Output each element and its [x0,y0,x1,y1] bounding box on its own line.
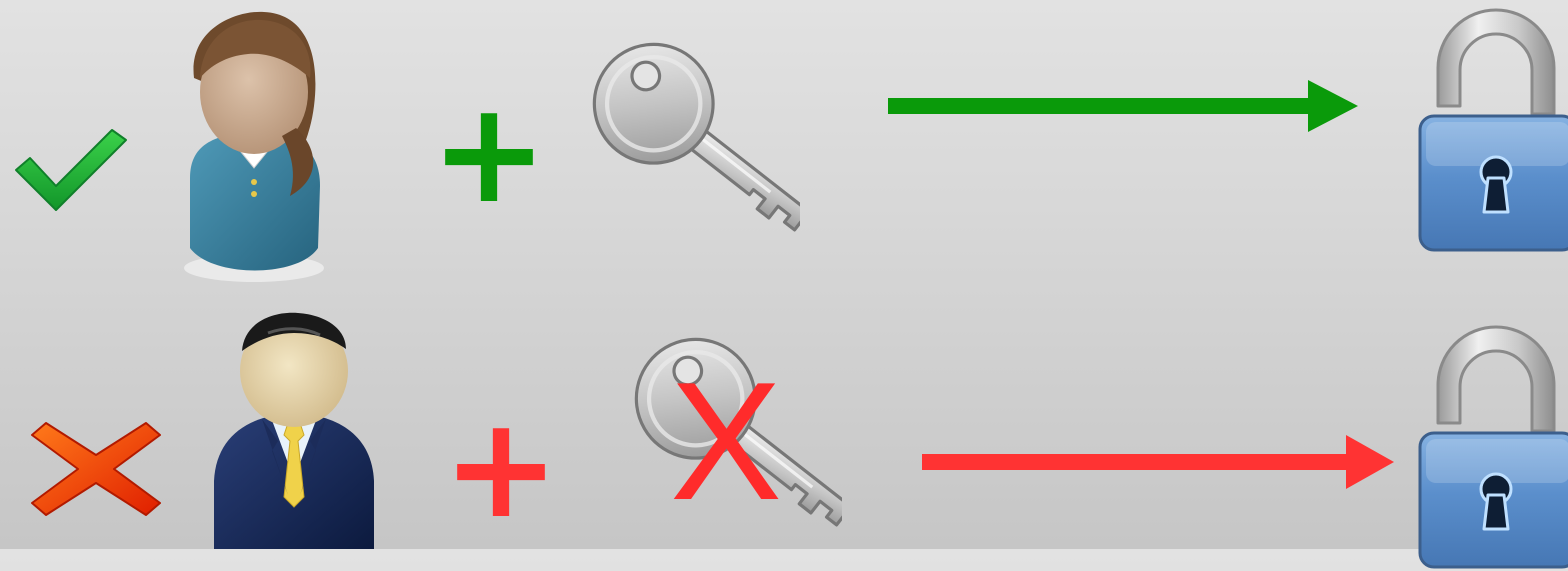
access-row-denied: + X [0,275,1568,549]
cross-icon [30,419,162,519]
arrow-right-icon [920,433,1396,493]
arrow-right-icon [886,78,1360,134]
checkmark-icon [12,128,130,218]
plus-sign: + [442,399,560,539]
key-icon [588,38,800,250]
padlock-icon [1416,323,1568,571]
invalid-key-mark: X [656,357,796,525]
padlock-icon [1416,6,1568,254]
access-row-granted: + [0,0,1568,274]
woman-user-icon [168,8,340,290]
plus-sign: + [430,84,548,224]
man-user-icon [208,311,380,561]
